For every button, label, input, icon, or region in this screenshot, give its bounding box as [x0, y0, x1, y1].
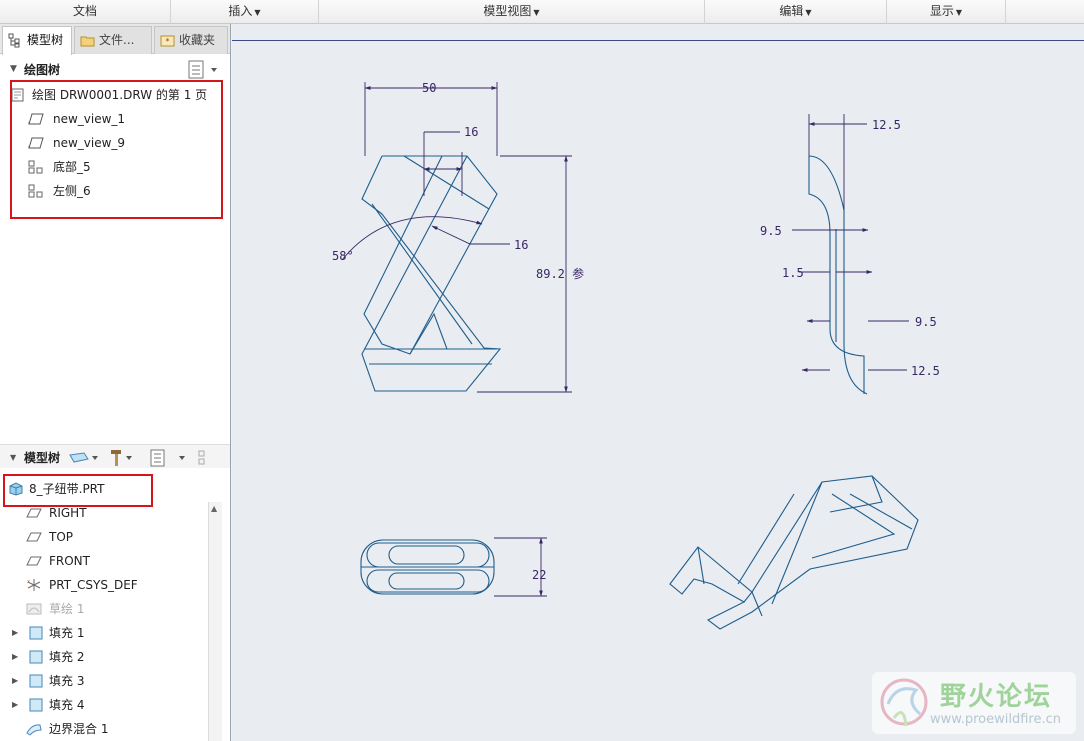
menu-spacer	[1006, 0, 1084, 24]
tab-favorites[interactable]: * 收藏夹	[154, 26, 228, 54]
canvas-border	[232, 40, 1084, 41]
part-icon	[9, 482, 23, 496]
sheet-icon	[11, 88, 24, 102]
fill-icon	[29, 674, 43, 688]
model-tree-item-datum[interactable]: TOP	[26, 526, 206, 548]
model-tree-item-boundary-blend[interactable]: 边界混合 1	[26, 718, 206, 740]
model-tree-item-fill[interactable]: ▶ 填充 2	[12, 646, 207, 668]
dimension-side-upper[interactable]: 9.5	[760, 224, 782, 238]
side-view-dimensions	[792, 114, 909, 370]
fill-icon	[29, 650, 43, 664]
model-tree-header: ▼ 模型树	[0, 444, 230, 468]
model-tree-item-datum[interactable]: FRONT	[26, 550, 206, 572]
drawing-tree-item-sheet[interactable]: 绘图 DRW0001.DRW 的第 1 页	[10, 84, 220, 106]
folder-icon	[80, 36, 95, 47]
expand-icon[interactable]: ▶	[12, 700, 19, 709]
forum-watermark: 野火论坛 www.proewildfire.cn	[872, 672, 1076, 734]
collapse-icon[interactable]: ▼	[10, 64, 17, 74]
model-tree-item-datum[interactable]: RIGHT	[26, 502, 206, 524]
tab-model-tree[interactable]: 模型树	[2, 26, 72, 55]
model-tree-item-fill[interactable]: ▶ 填充 3	[12, 670, 207, 692]
settings-icon[interactable]	[150, 449, 185, 467]
model-tree-item-fill[interactable]: ▶ 填充 4	[12, 694, 207, 716]
dimension-angle[interactable]: 58°	[332, 249, 354, 263]
dimension-height[interactable]: 89.2 参	[536, 266, 584, 281]
fill-icon	[29, 626, 43, 640]
expand-icon[interactable]: ▶	[12, 652, 19, 661]
model-tree-item-part[interactable]: 8_子纽带.PRT	[8, 478, 203, 500]
boundary-blend-icon	[26, 724, 42, 736]
drawing-tree-item-projection[interactable]: 底部_5	[28, 156, 208, 178]
dimension-bottom-height[interactable]: 22	[532, 568, 546, 582]
fill-icon	[29, 698, 43, 712]
dimension-side-bottom[interactable]: 12.5	[911, 364, 940, 378]
dimension-inner[interactable]: 16	[464, 125, 478, 139]
drawing-tree-header: ▼ 绘图树	[0, 58, 230, 80]
model-tree-item-fill[interactable]: ▶ 填充 1	[12, 622, 207, 644]
bottom-view[interactable]	[360, 539, 495, 595]
sketch-icon	[26, 603, 42, 615]
svg-text:x: x	[27, 579, 30, 585]
datum-plane-icon	[26, 556, 42, 566]
dimension-thickness[interactable]: 1.5	[782, 266, 804, 280]
watermark-url: www.proewildfire.cn	[930, 712, 1061, 727]
view-icon	[28, 113, 44, 125]
favorites-icon: *	[160, 35, 175, 47]
menu-document[interactable]: 文档	[0, 0, 171, 24]
model-tree-toolbar	[69, 449, 205, 467]
front-view-dimensions	[341, 82, 572, 393]
collapse-icon[interactable]: ▼	[10, 453, 17, 462]
model-tree-item-csys[interactable]: x PRT_CSYS_DEF	[27, 578, 138, 592]
tree-settings-icon[interactable]	[187, 60, 221, 80]
drawing-tree-item-projection[interactable]: 左侧_6	[28, 180, 208, 202]
dimension-side-top[interactable]: 12.5	[872, 118, 901, 132]
drawing-canvas[interactable]: 50 16 58° 16 89.2 参 12.5 9.5 1.5 9.	[232, 24, 1084, 741]
hammer-icon[interactable]	[111, 450, 132, 466]
datum-plane-icon	[26, 508, 42, 518]
menu-model-view[interactable]: 模型视图▼	[319, 0, 705, 24]
expand-icon[interactable]: ▶	[12, 676, 19, 685]
dimension-side-lower[interactable]: 9.5	[915, 315, 937, 329]
expand-icon[interactable]: ▶	[12, 628, 19, 637]
chevron-down-icon: ▼	[805, 8, 812, 17]
chevron-down-icon: ▼	[955, 8, 963, 17]
svg-text:*: *	[166, 37, 170, 46]
chevron-down-icon: ▼	[533, 8, 540, 17]
model-tree-item-sketch[interactable]: 草绘 1	[26, 598, 206, 620]
navigator-tabs: 模型树 文件... * 收藏夹	[0, 24, 230, 55]
model-tree-scrollbar[interactable]: ▲	[208, 502, 222, 741]
tab-files[interactable]: 文件...	[74, 26, 152, 54]
menu-display[interactable]: 显示▼	[887, 0, 1006, 24]
menu-insert[interactable]: 插入▼	[171, 0, 319, 24]
dimension-band[interactable]: 16	[514, 238, 528, 252]
projection-view-icon	[28, 184, 43, 198]
menu-bar: 文档 插入▼ 模型视图▼ 编辑▼ 显示▼	[0, 0, 1084, 24]
drawing-tree-item-view[interactable]: new_view_1	[28, 108, 208, 130]
navigator-panel: 模型树 文件... * 收藏夹 ▼ 绘图树 绘图 DRW0001.DRW 的第 …	[0, 24, 231, 741]
drawing-sheet: 50 16 58° 16 89.2 参 12.5 9.5 1.5 9.	[332, 81, 940, 630]
bottom-view-dimensions	[494, 537, 547, 597]
scroll-up-icon[interactable]: ▲	[211, 504, 218, 513]
isometric-view[interactable]	[669, 475, 919, 630]
front-view[interactable]	[361, 155, 502, 392]
view-icon	[28, 137, 44, 149]
show-icon[interactable]	[69, 452, 98, 463]
watermark-title: 野火论坛	[940, 682, 1053, 712]
menu-edit[interactable]: 编辑▼	[705, 0, 887, 24]
side-view[interactable]	[808, 155, 868, 395]
drawing-tree-item-view[interactable]: new_view_9	[28, 132, 208, 154]
filter-icon[interactable]	[198, 450, 205, 465]
tree-icon	[8, 33, 20, 48]
forum-logo-icon	[880, 678, 928, 727]
datum-plane-icon	[26, 532, 42, 542]
projection-view-icon	[28, 160, 43, 174]
dimension-width[interactable]: 50	[422, 81, 436, 95]
chevron-down-icon: ▼	[254, 8, 261, 17]
csys-icon: x	[27, 579, 41, 591]
